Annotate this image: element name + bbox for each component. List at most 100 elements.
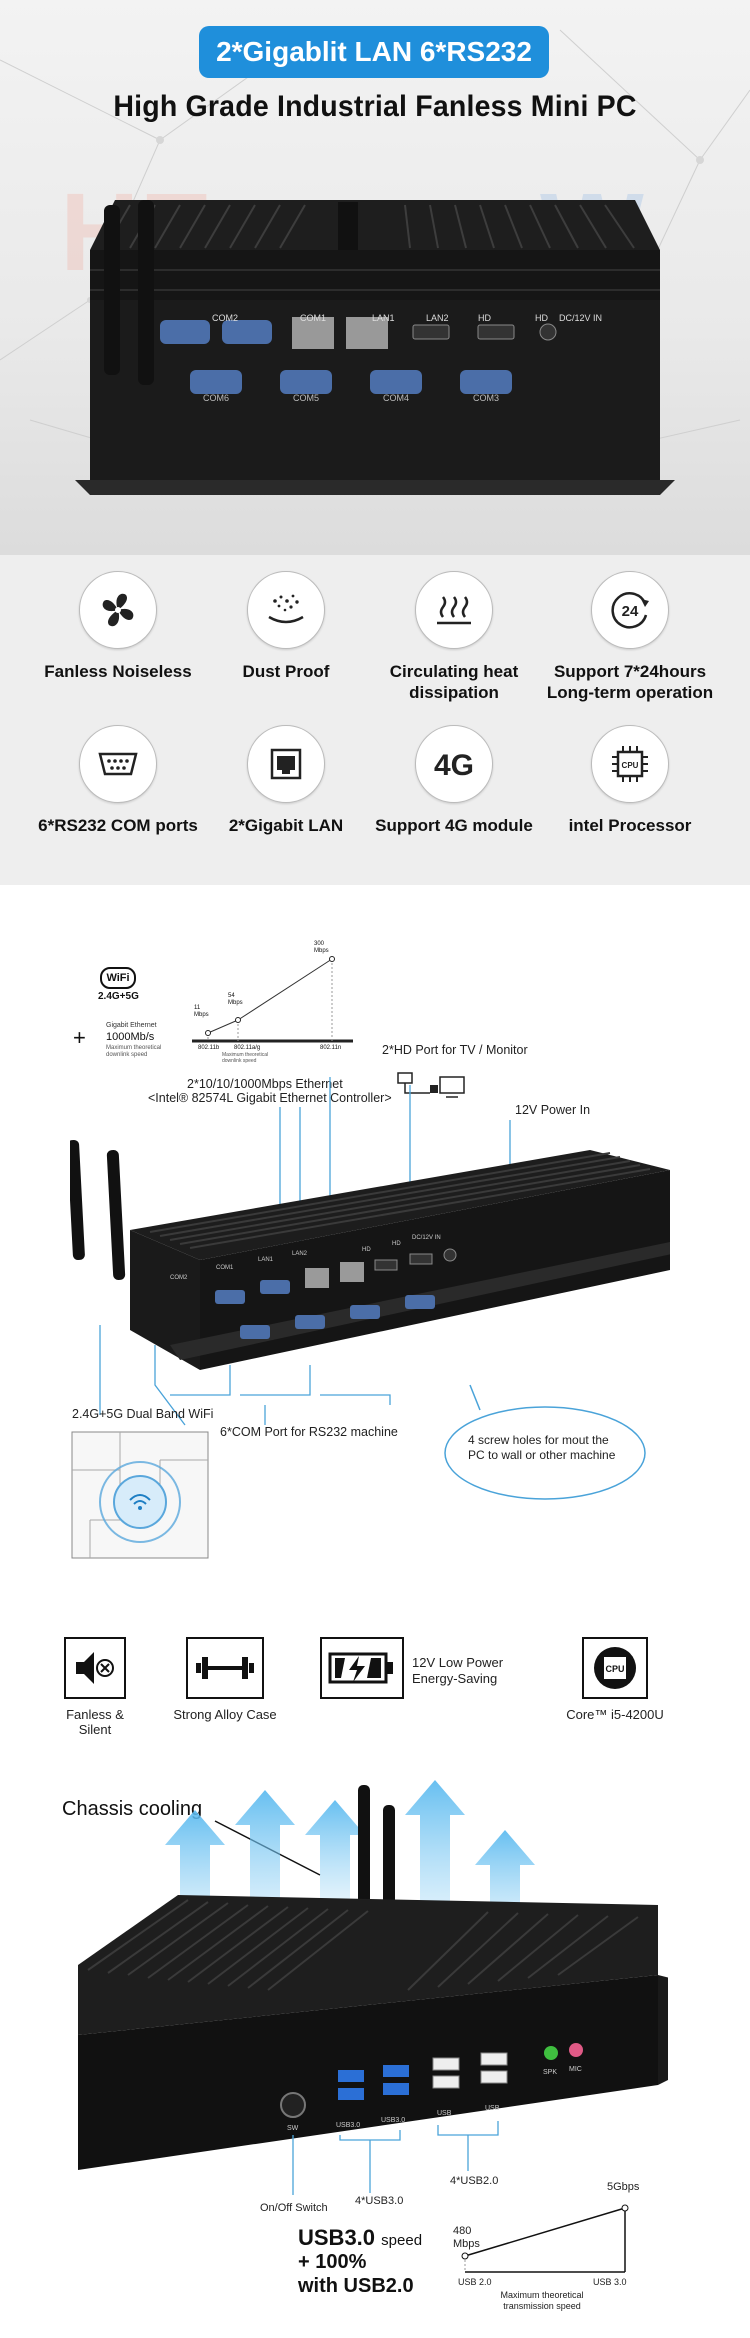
- port-label-mic: MIC: [569, 2066, 582, 2073]
- port-label-hd2: HD: [392, 1241, 401, 1247]
- mini-pc-front-image: [75, 200, 675, 495]
- port-label-com1: COM1: [300, 313, 327, 323]
- icon-label: Strong Alloy Case: [173, 1707, 277, 1722]
- icon-label: Core™ i5-4200U: [566, 1707, 664, 1722]
- feature-fanless: Fanless Noiseless: [28, 571, 208, 682]
- gigabit-note: Maximum theoretical downlink speed: [106, 1045, 162, 1058]
- wifi-chart-note: Maximum theoretical downlink speed: [222, 1052, 269, 1064]
- usb-chart-axis-usb3: USB 3.0: [593, 2277, 627, 2287]
- port-label-usb3-2: USB3.0: [381, 2117, 406, 2124]
- 4g-icon: 4G: [415, 725, 493, 803]
- usb-chart-value-usb2: 480 Mbps: [453, 2225, 480, 2250]
- port-label-spk: SPK: [543, 2069, 558, 2076]
- port-label-sw: SW: [287, 2125, 299, 2132]
- feature-dust-proof: Dust Proof: [196, 571, 376, 682]
- serial-port-icon: [79, 725, 157, 803]
- cpu-icon: CPU: [591, 725, 669, 803]
- com-port-label: 6*COM Port for RS232 machine: [220, 1425, 398, 1439]
- connectivity-section: WiFi 2.4G+5G + Gigabit Ethernet 1000Mb/s…: [0, 885, 750, 1625]
- gigabit-speed: 1000Mb/s: [106, 1031, 155, 1043]
- wifi-chart-point: [235, 1017, 241, 1023]
- fan-icon: [79, 571, 157, 649]
- wifi-band-label: 2.4G+5G: [98, 991, 139, 1002]
- port-label-hd1: HD: [362, 1247, 371, 1253]
- port-label-hd2: HD: [535, 313, 548, 323]
- port-label-com3: COM3: [473, 393, 500, 403]
- usb-chart-note: Maximum theoretical transmission speed: [500, 2290, 584, 2311]
- wifi-coverage-floorplan: [71, 1431, 209, 1559]
- mini-pc-angled-image: [70, 1140, 670, 1370]
- icon-low-power: 12V Low Power Energy-Saving: [320, 1637, 520, 1699]
- port-label-usb-2: USB: [485, 2105, 500, 2112]
- ethernet-icon: [247, 725, 325, 803]
- feature-label: Support 7*24hours Long-term operation: [546, 662, 714, 702]
- hd-port-label: 2*HD Port for TV / Monitor: [382, 1043, 528, 1057]
- feature-label: Support 4G module: [375, 816, 533, 835]
- feature-4g: 4G Support 4G module: [364, 725, 544, 836]
- ethernet-label-line2: <Intel® 82574L Gigabit Ethernet Controll…: [148, 1091, 392, 1105]
- usb-chart-point: [621, 2204, 629, 2212]
- port-label-com1: COM1: [216, 1265, 234, 1271]
- hero-section: HE W 2*Gigablit LAN 6*RS232 High Grade I…: [0, 0, 750, 555]
- wifi-chart-std-1: 802.11b: [198, 1045, 220, 1051]
- icon-label: 12V Low Power Energy-Saving: [412, 1655, 504, 1686]
- chassis-cooling-label: Chassis cooling: [62, 1798, 203, 1820]
- port-label-lan1: LAN1: [372, 313, 395, 323]
- wifi-badge-text: WiFi: [106, 972, 130, 984]
- heat-icon: [415, 571, 493, 649]
- usb3-claim-strong: USB3.0: [298, 2225, 376, 2250]
- screw-holes-label: 4 screw holes for mout the PC to wall or…: [468, 1433, 616, 1462]
- port-label-lan2: LAN2: [292, 1251, 308, 1257]
- wifi-chart-std-3: 802.11n: [320, 1045, 342, 1051]
- screw-callout-bubble: [444, 1406, 646, 1500]
- usb3-claim-line1: USB3.0 speed: [298, 2225, 422, 2251]
- feature-label: Dust Proof: [242, 662, 330, 681]
- usb3-claim-small: speed: [381, 2232, 423, 2249]
- port-bracket-lines: [292, 2121, 499, 2195]
- wifi-chart-std-2: 802.11a/g: [234, 1045, 261, 1051]
- page-headline: High Grade Industrial Fanless Mini PC: [113, 90, 637, 123]
- port-label-com6: COM6: [203, 393, 230, 403]
- port-label-com4: COM4: [383, 393, 410, 403]
- port-label-usb-1: USB: [437, 2110, 452, 2117]
- on-off-switch-label: On/Off Switch: [260, 2202, 328, 2214]
- plus-sign: +: [73, 1025, 86, 1050]
- wifi-chart-value-1: 11 Mbps: [194, 1005, 209, 1018]
- icon-alloy-case: Strong Alloy Case: [170, 1637, 280, 1722]
- wifi-chart-point: [329, 956, 335, 962]
- clock-24-icon: 24: [591, 571, 669, 649]
- svg-text:CPU: CPU: [622, 761, 639, 770]
- feature-label: intel Processor: [568, 816, 692, 835]
- icon-label: Fanless & Silent: [66, 1707, 124, 1737]
- features-section: Fanless Noiseless Dust Proof Circulating…: [0, 555, 750, 885]
- svg-text:4G: 4G: [434, 749, 474, 782]
- usb2-count-label: 4*USB2.0: [450, 2175, 499, 2187]
- cpu-icon: CPU: [582, 1637, 648, 1699]
- wifi-chart-value-2: 54 Mbps: [228, 993, 243, 1006]
- usb3-count-label: 4*USB3.0: [355, 2195, 404, 2207]
- wifi-chart-value-3: 300 Mbps: [314, 941, 329, 954]
- speaker-mute-icon: [64, 1637, 126, 1699]
- icon-fanless-silent: Fanless & Silent: [50, 1637, 140, 1737]
- usb3-claim-line2: + 100%: [298, 2251, 367, 2273]
- port-label-usb3-1: USB3.0: [336, 2122, 361, 2129]
- feature-gigabit-lan: 2*Gigabit LAN: [196, 725, 376, 836]
- feature-label: 6*RS232 COM ports: [38, 816, 198, 835]
- port-label-com2: COM2: [170, 1275, 188, 1281]
- wifi-badge: WiFi: [100, 967, 136, 989]
- port-label-dc: DC/12V IN: [412, 1235, 441, 1241]
- wifi-chart-point: [205, 1030, 211, 1036]
- feature-label: 2*Gigabit LAN: [228, 816, 344, 835]
- usb3-claim-line3: with USB2.0: [298, 2275, 414, 2297]
- feature-label: Circulating heat dissipation: [389, 662, 519, 702]
- wifi-speed-chart: [192, 956, 353, 1043]
- mini-pc-usb-image: [78, 1785, 668, 2170]
- ethernet-label-line1: 2*10/10/1000Mbps Ethernet: [187, 1077, 343, 1091]
- power-in-label: 12V Power In: [515, 1103, 591, 1117]
- feature-rs232: 6*RS232 COM ports: [28, 725, 208, 836]
- monitor-icon: [397, 1072, 465, 1098]
- wifi-dual-band-label: 2.4G+5G Dual Band WiFi: [72, 1407, 214, 1421]
- battery-bolt-icon: [320, 1637, 404, 1699]
- usb-chart-point: [461, 2252, 469, 2260]
